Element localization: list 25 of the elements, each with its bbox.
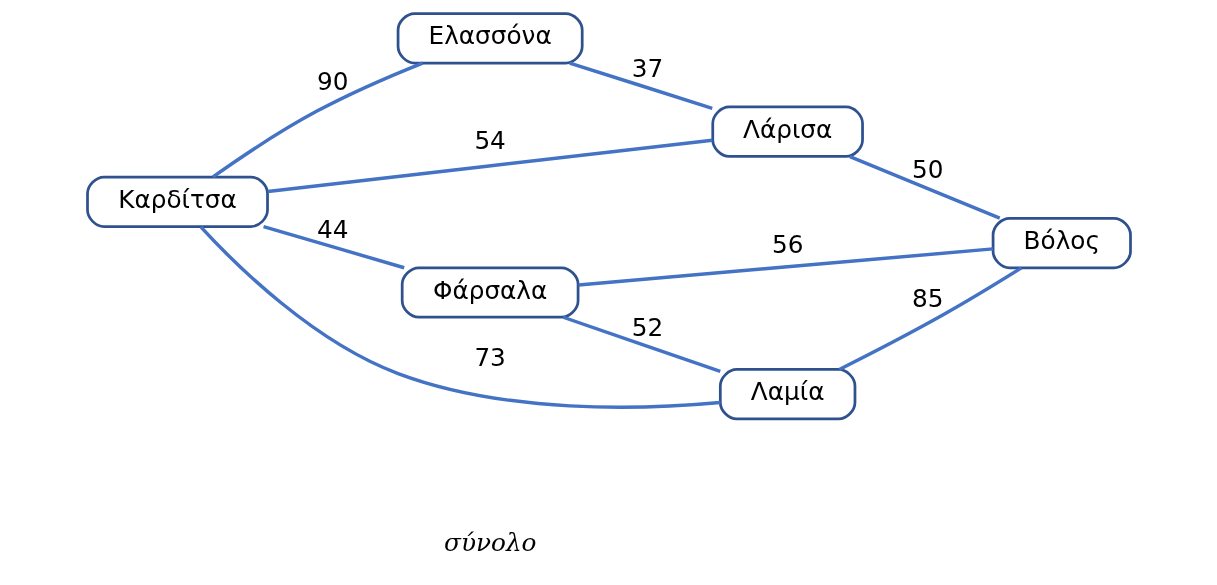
connector	[262, 224, 405, 270]
connector	[267, 138, 713, 194]
node-box: Βόλος	[991, 216, 1132, 270]
edge-label: 50	[911, 154, 944, 184]
edge-label: 90	[316, 66, 349, 96]
node-box: Λαμία	[718, 368, 856, 421]
edge-label: 44	[316, 215, 349, 245]
label: σύνολο	[443, 528, 536, 558]
connector	[568, 61, 713, 110]
edge-label: 73	[473, 342, 506, 372]
node-box: Ελασσόνα	[396, 12, 584, 65]
connector	[199, 225, 720, 409]
node-box: Φάρσαλα	[400, 266, 579, 319]
connector	[838, 266, 1022, 371]
connector	[848, 155, 1000, 220]
connector	[211, 61, 423, 179]
node-box: Καρδίτσα	[85, 175, 269, 228]
connector	[577, 247, 993, 287]
edge-label: 56	[771, 230, 803, 260]
node-box: Λάρισα	[710, 105, 864, 158]
connector	[562, 315, 721, 374]
edge-label: 85	[911, 283, 944, 313]
edge-label: 37	[631, 54, 663, 84]
edge-label: 52	[631, 312, 663, 342]
edge-label: 54	[473, 125, 506, 155]
